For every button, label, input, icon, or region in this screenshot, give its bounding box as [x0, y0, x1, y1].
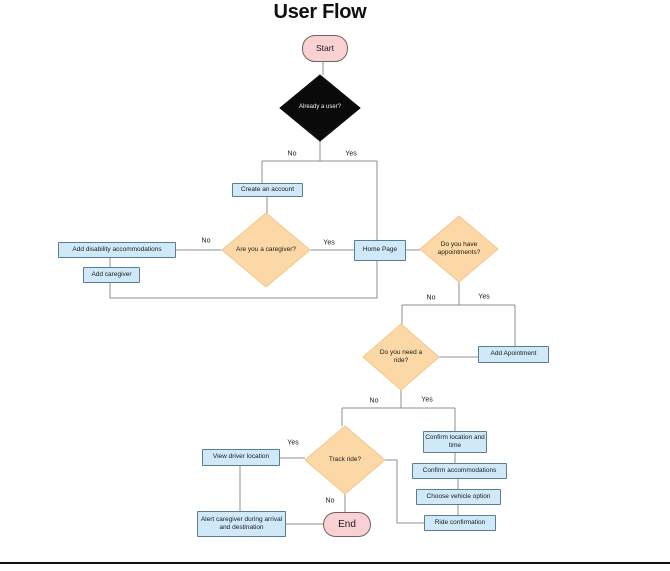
node-add-apointment-label: Add Apointment — [490, 350, 537, 358]
node-add-caregiver[interactable]: Add caregiver — [83, 267, 140, 283]
edge-label-track-yes: Yes — [287, 439, 299, 447]
node-ride-confirmation-label: Ride confirmation — [434, 518, 486, 526]
node-create-an-account[interactable]: Create an account — [232, 183, 303, 197]
node-do-you-have-appointments-label: Do you have appointments? — [437, 240, 481, 256]
node-view-driver-location[interactable]: View driver location — [202, 449, 280, 466]
edge-label-caregiver-no: No — [201, 237, 211, 245]
node-are-you-a-caregiver[interactable]: Are you a caregiver? — [222, 243, 310, 257]
node-choose-vehicle-option-label: Choose vehicle option — [426, 492, 491, 500]
node-home-page-label: Home Page — [362, 246, 398, 254]
edge-caregiver-homepage-loop — [109, 261, 378, 299]
edge-confirmation-trackride — [385, 459, 424, 524]
node-do-you-have-appointments[interactable]: Do you have appointments? — [431, 238, 487, 260]
node-end-label: End — [338, 519, 356, 530]
node-alert-caregiver-label: Alert caregiver during arrival and desti… — [200, 515, 283, 531]
edge-label-appointments-no: No — [426, 294, 436, 302]
node-do-you-need-a-ride-label: Do you need a ride? — [379, 348, 423, 364]
edge-label-ride-yes: Yes — [421, 396, 433, 404]
node-alert-caregiver[interactable]: Alert caregiver during arrival and desti… — [197, 511, 286, 537]
node-track-ride[interactable]: Track ride? — [305, 453, 385, 467]
node-home-page[interactable]: Home Page — [354, 240, 406, 261]
node-confirm-location-and-time[interactable]: Confirm location and time — [423, 431, 487, 453]
edge-label-appointments-yes: Yes — [478, 293, 490, 301]
page-title: User Flow — [273, 1, 367, 23]
node-choose-vehicle-option[interactable]: Choose vehicle option — [416, 489, 501, 505]
node-create-an-account-label: Create an account — [240, 185, 295, 193]
node-end[interactable]: End — [323, 512, 371, 537]
node-view-driver-location-label: View driver location — [212, 453, 270, 461]
node-confirm-accommodations[interactable]: Confirm accommodations — [412, 463, 507, 479]
node-track-ride-label: Track ride? — [328, 455, 362, 463]
node-add-disability-accommodations[interactable]: Add disability accommodations — [58, 242, 176, 258]
node-add-apointment[interactable]: Add Apointment — [478, 346, 549, 363]
node-already-a-user[interactable]: Already a user? — [280, 100, 360, 116]
already-user-diamond-shape[interactable] — [279, 74, 361, 142]
node-confirm-location-and-time-label: Confirm location and time — [425, 433, 485, 449]
edge-label-caregiver-yes: Yes — [323, 239, 335, 247]
node-start-label: Start — [316, 42, 334, 53]
node-do-you-need-a-ride[interactable]: Do you need a ride? — [378, 346, 424, 368]
edge-label-already-no: No — [287, 150, 297, 158]
need-ride-diamond-shape[interactable] — [362, 323, 440, 391]
appointments-diamond-shape[interactable] — [419, 215, 499, 283]
edge-label-already-yes: Yes — [345, 150, 357, 158]
bottom-border-line — [0, 562, 670, 564]
caregiver-diamond-shape[interactable] — [221, 212, 311, 288]
track-ride-diamond-shape[interactable] — [304, 425, 386, 495]
node-add-caregiver-label: Add caregiver — [91, 270, 132, 278]
node-already-a-user-label: Already a user? — [298, 104, 342, 111]
node-are-you-a-caregiver-label: Are you a caregiver? — [236, 245, 296, 253]
node-add-disability-accommodations-label: Add disability accommodations — [72, 245, 162, 253]
node-start[interactable]: Start — [302, 35, 348, 62]
node-ride-confirmation[interactable]: Ride confirmation — [424, 515, 496, 531]
edge-label-track-no: No — [325, 497, 335, 505]
node-confirm-accommodations-label: Confirm accommodations — [422, 466, 497, 474]
edge-label-ride-no: No — [369, 397, 379, 405]
